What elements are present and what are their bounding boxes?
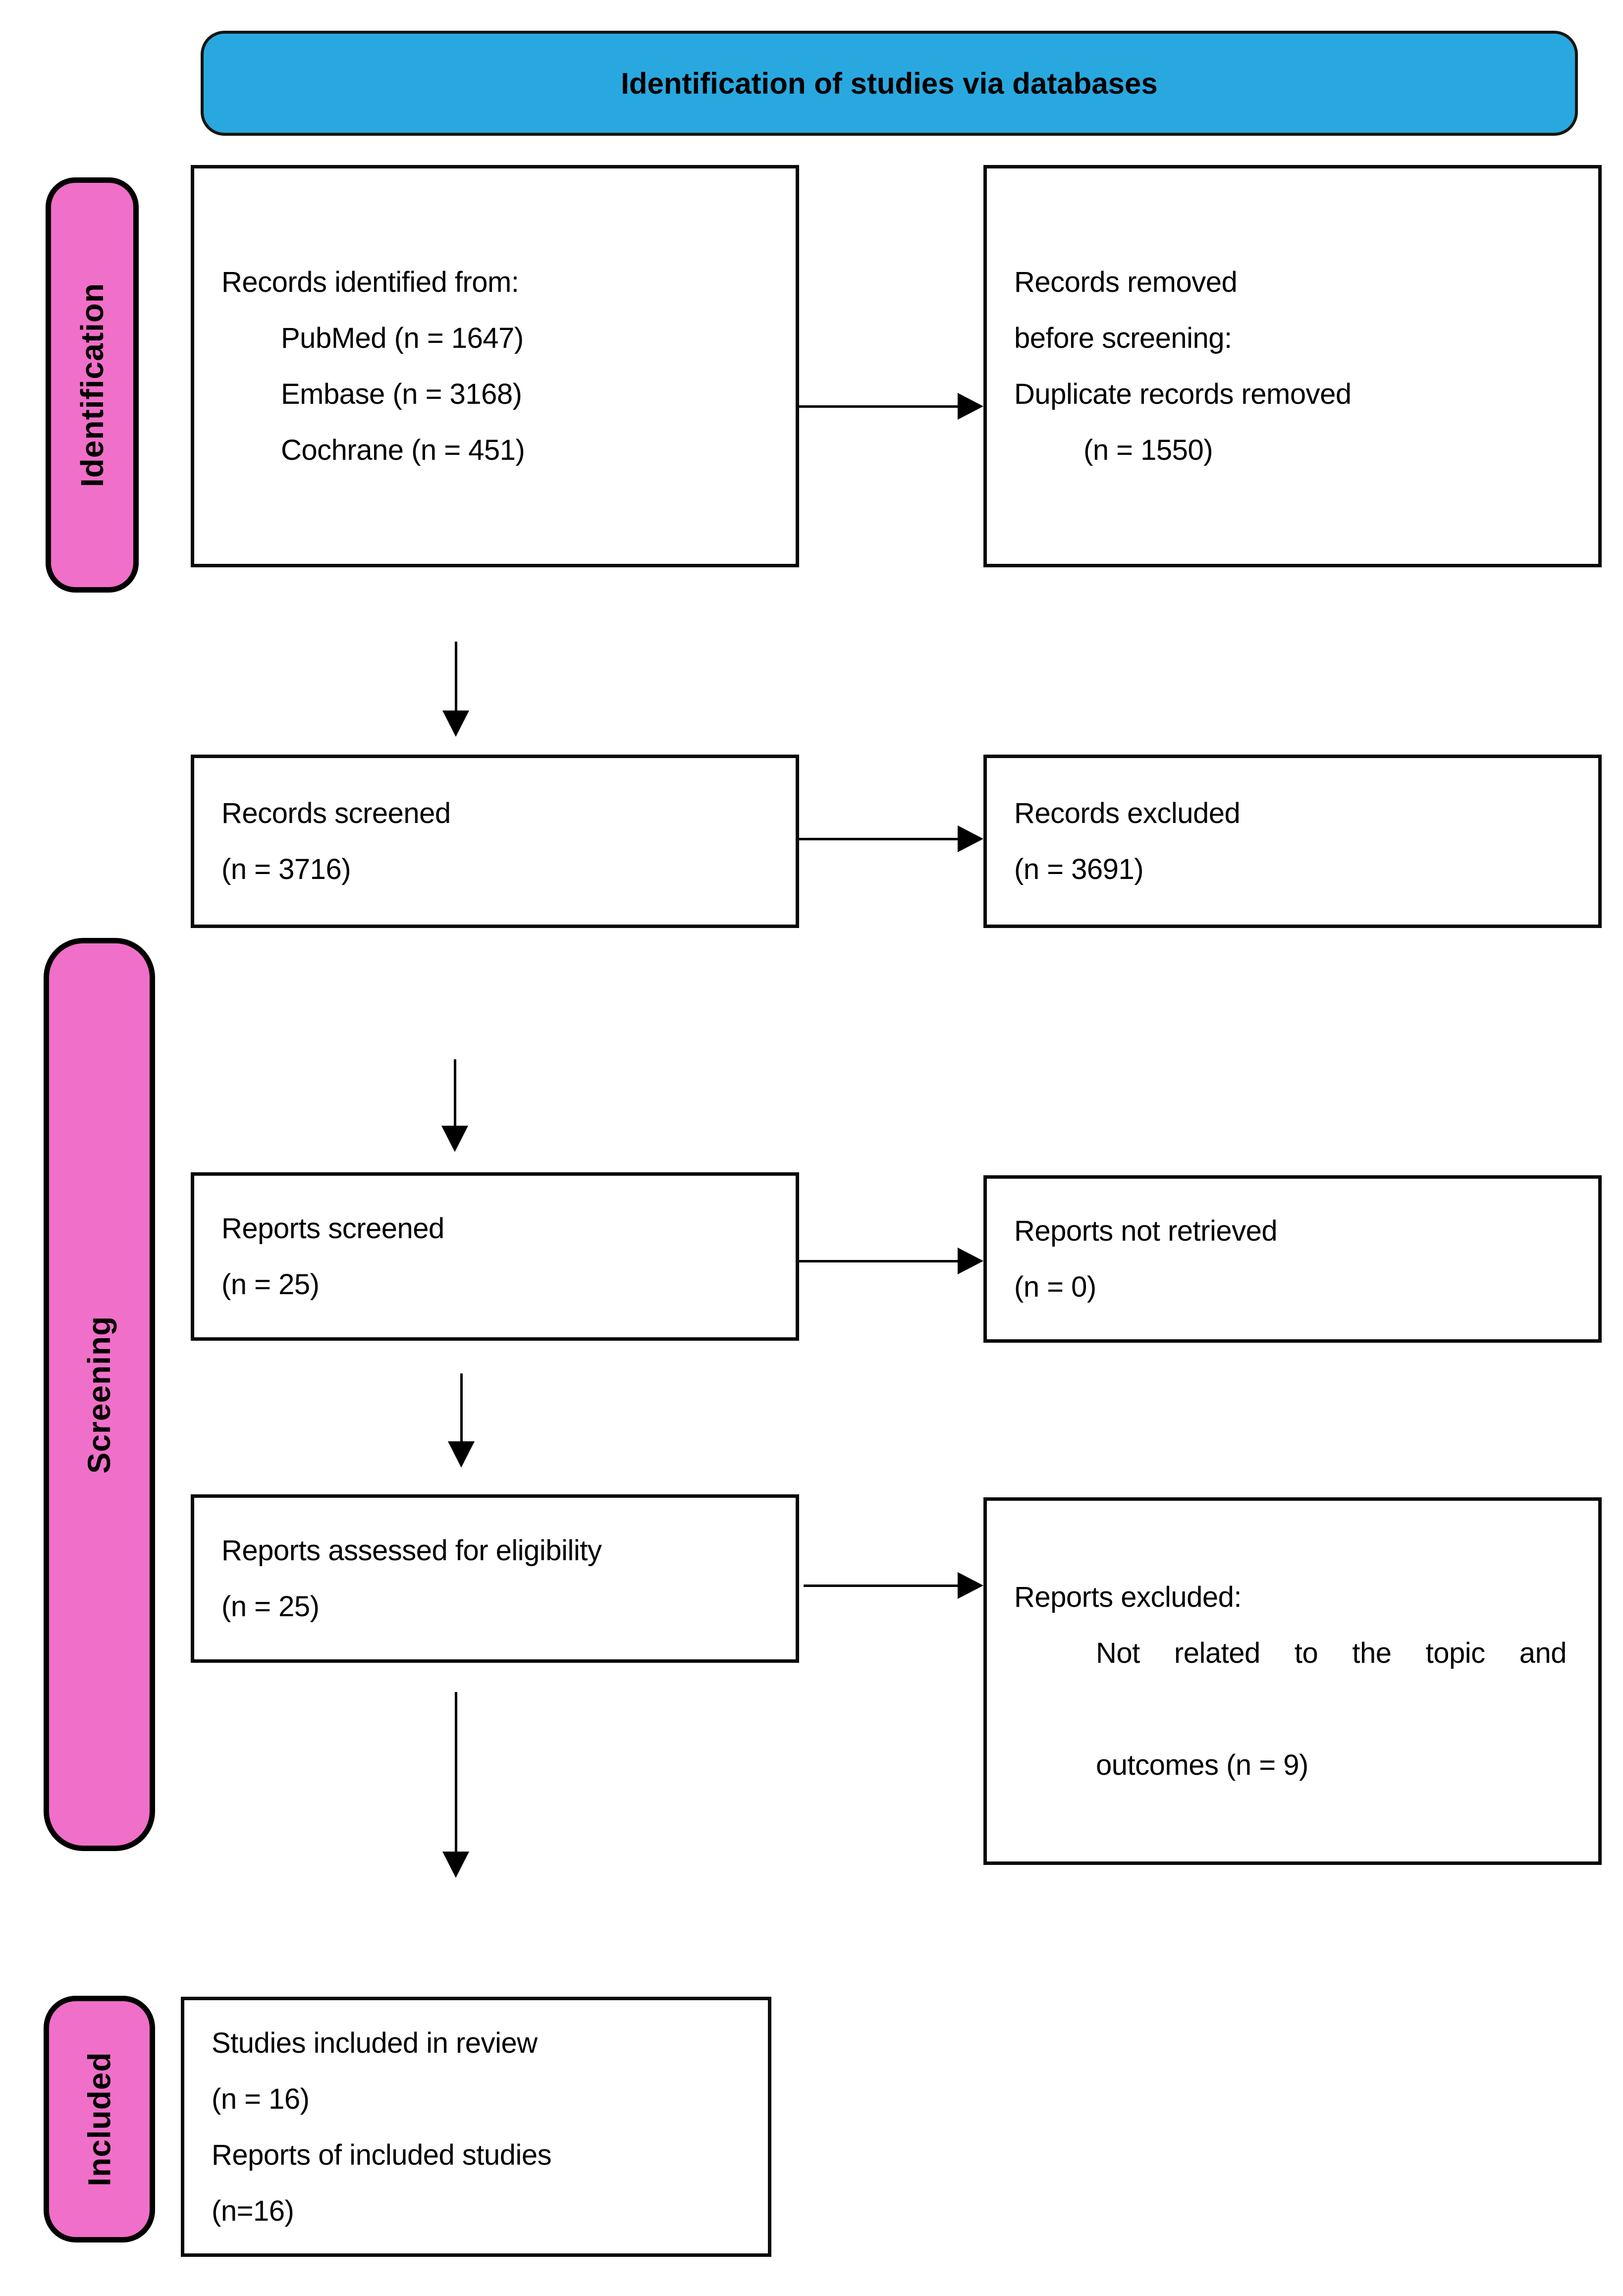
box-line: (n = 16) bbox=[212, 2082, 310, 2115]
arrow-head-right-icon bbox=[958, 1248, 983, 1274]
box-records-screened: Records screened (n = 3716) bbox=[191, 755, 799, 928]
box-records-identified: Records identified from: PubMed (n = 164… bbox=[191, 165, 799, 567]
box-reports-assessed: Reports assessed for eligibility (n = 25… bbox=[191, 1494, 799, 1663]
arrow-screened-to-excluded bbox=[799, 825, 983, 852]
arrow-shaft bbox=[453, 1059, 456, 1126]
box-line: Reports of included studies bbox=[212, 2138, 552, 2171]
arrow-shaft bbox=[799, 1259, 958, 1262]
box-line: Reports screened bbox=[221, 1212, 444, 1245]
arrow-shaft bbox=[454, 642, 457, 711]
arrow-identified-to-removed bbox=[799, 393, 983, 420]
arrow-head-down-icon bbox=[448, 1441, 475, 1468]
stage-label-text: Included bbox=[81, 2052, 117, 2187]
box-line: Records removed bbox=[1014, 266, 1238, 298]
box-reports-excluded: Reports excluded: Not related to the top… bbox=[983, 1497, 1602, 1865]
box-records-removed: Records removed before screening: Duplic… bbox=[983, 165, 1602, 567]
box-line: before screening: bbox=[1014, 322, 1232, 354]
box-records-excluded: Records excluded (n = 3691) bbox=[983, 755, 1602, 928]
box-line: Cochrane (n = 451) bbox=[281, 434, 525, 466]
arrow-reports-screened-to-assessed bbox=[448, 1373, 475, 1468]
box-line: (n = 3691) bbox=[1014, 853, 1144, 885]
box-reports-not-retrieved: Reports not retrieved (n = 0) bbox=[983, 1175, 1602, 1343]
box-line: Studies included in review bbox=[212, 2026, 538, 2059]
arrow-head-right-icon bbox=[958, 825, 983, 852]
box-line: Reports assessed for eligibility bbox=[221, 1534, 602, 1567]
header-title: Identification of studies via databases bbox=[621, 66, 1158, 100]
stage-label-text: Screening bbox=[81, 1315, 117, 1474]
box-line: (n = 1550) bbox=[1083, 434, 1213, 466]
arrow-assessed-to-included bbox=[442, 1692, 469, 1878]
box-line: (n = 3716) bbox=[221, 853, 351, 885]
arrow-reports-screened-to-not-retrieved bbox=[799, 1248, 983, 1274]
box-line: Records identified from: bbox=[221, 266, 519, 298]
box-line: Reports not retrieved bbox=[1014, 1215, 1278, 1247]
arrow-head-down-icon bbox=[442, 711, 469, 737]
header-banner: Identification of studies via databases bbox=[201, 31, 1578, 136]
box-line: Records screened bbox=[221, 797, 451, 829]
arrow-head-right-icon bbox=[958, 393, 983, 420]
box-line: (n=16) bbox=[212, 2194, 294, 2227]
arrow-screened-to-reports-screened bbox=[441, 1059, 468, 1152]
box-line: Embase (n = 3168) bbox=[281, 378, 522, 410]
stage-label-text: Identification bbox=[74, 282, 110, 488]
box-line: (n = 0) bbox=[1014, 1271, 1096, 1303]
arrow-shaft bbox=[454, 1692, 457, 1852]
arrow-shaft bbox=[804, 1584, 958, 1587]
arrow-shaft bbox=[799, 405, 958, 408]
stage-label-screening: Screening bbox=[44, 938, 155, 1851]
arrow-identified-to-screened bbox=[442, 642, 469, 737]
box-studies-included: Studies included in review (n = 16) Repo… bbox=[181, 1997, 771, 2257]
box-line: outcomes (n = 9) bbox=[1096, 1749, 1308, 1781]
stage-label-identification: Identification bbox=[46, 177, 139, 593]
box-line: Duplicate records removed bbox=[1014, 378, 1352, 410]
arrow-head-down-icon bbox=[442, 1852, 469, 1878]
box-line: (n = 25) bbox=[221, 1590, 320, 1623]
arrow-shaft bbox=[799, 837, 958, 840]
box-line: (n = 25) bbox=[221, 1268, 320, 1301]
stage-label-included: Included bbox=[44, 1996, 155, 2242]
box-line: Records excluded bbox=[1014, 797, 1241, 829]
arrow-head-down-icon bbox=[441, 1126, 468, 1152]
arrow-assessed-to-excluded bbox=[804, 1572, 983, 1599]
box-reports-screened: Reports screened (n = 25) bbox=[191, 1172, 799, 1341]
box-line: PubMed (n = 1647) bbox=[281, 322, 524, 354]
arrow-head-right-icon bbox=[958, 1572, 983, 1599]
box-line: Reports excluded: bbox=[1014, 1581, 1242, 1613]
box-line: Not related to the topic and bbox=[1096, 1637, 1567, 1669]
arrow-shaft bbox=[460, 1373, 463, 1441]
